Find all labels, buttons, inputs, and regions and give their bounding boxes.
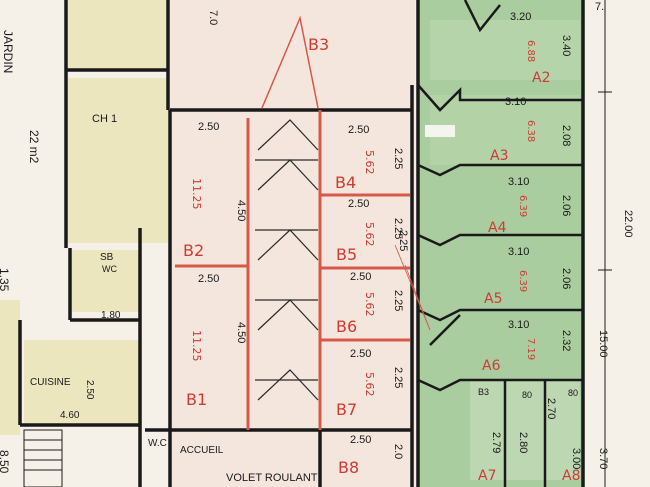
label-80: 80 xyxy=(522,390,532,400)
label-area: 22 m2 xyxy=(27,130,41,164)
wash-a2 xyxy=(430,20,580,80)
label-b1-area: 11.25 xyxy=(190,330,203,362)
dim-b6-height: 2.25 xyxy=(392,290,404,311)
dim-overall: 22.00 xyxy=(622,210,634,238)
label-cuisine: CUISINE xyxy=(30,377,71,388)
label-b1: B1 xyxy=(186,390,207,409)
dim-a7-a: 2.80 xyxy=(517,432,529,453)
label-a2: A2 xyxy=(532,70,550,86)
dim-b1-width: 2.50 xyxy=(198,273,219,285)
dim-a8: 3.00 xyxy=(570,448,582,469)
label-dim-180: 1.80 xyxy=(101,310,121,321)
dim-a2-height: 3.40 xyxy=(560,35,572,56)
area-b6: 5.62 xyxy=(363,292,376,317)
area-a2: 6.88 xyxy=(525,40,536,62)
label-dim-partial: 1.35 xyxy=(0,268,11,292)
dim-a4-width: 3.10 xyxy=(508,176,529,188)
area-a3: 6.38 xyxy=(525,120,536,142)
label-ch1: CH 1 xyxy=(92,113,117,125)
area-b4: 5.62 xyxy=(363,150,376,175)
room-ch1 xyxy=(68,78,168,243)
wash-blank xyxy=(425,125,455,137)
label-80b: 80 xyxy=(568,388,578,398)
label-b2-area: 11.25 xyxy=(190,178,203,210)
dim-b4-height: 2.25 xyxy=(392,148,404,169)
dim-b7-width: 2.50 xyxy=(350,348,371,360)
dim-a7-b: 2.79 xyxy=(490,432,502,453)
dim-b2-width: 2.50 xyxy=(198,121,219,133)
dim-b1-height: 4.50 xyxy=(235,322,247,343)
dim-b6-width: 2.50 xyxy=(350,271,371,283)
room-edge xyxy=(0,300,20,435)
label-accueil: ACCUEIL xyxy=(180,445,224,456)
dim-b5-side: 2.25 xyxy=(397,230,409,251)
dim-b8-height: 2.0 xyxy=(392,444,404,459)
label-a8: A8 xyxy=(562,468,580,484)
label-jardin: JARDIN xyxy=(1,30,15,73)
room-sb xyxy=(72,250,140,312)
label-b5: B5 xyxy=(336,245,357,264)
dim-b8-width: 2.50 xyxy=(350,434,371,446)
stair xyxy=(23,429,63,487)
dim-a6-width: 3.10 xyxy=(508,319,529,331)
dim-lower: 15.00 xyxy=(597,330,609,358)
dim-lowest: 3.70 xyxy=(597,448,609,469)
dim-b2-height: 4.50 xyxy=(235,200,247,221)
room-top-left xyxy=(68,0,168,70)
label-dim-250-left: 2.50 xyxy=(84,380,95,400)
label-b3: B3 xyxy=(308,35,329,54)
label-volet: VOLET ROULANT xyxy=(226,472,318,484)
label-a3: A3 xyxy=(490,148,508,164)
label-b4: B4 xyxy=(335,173,356,192)
label-sb: SB xyxy=(100,252,114,263)
label-b6: B6 xyxy=(336,317,357,336)
wash-a7 xyxy=(470,380,580,480)
label-b2: B2 xyxy=(183,241,204,260)
center-wash xyxy=(170,0,415,487)
dim-b7-height: 2.25 xyxy=(392,367,404,388)
dim-a3-width: 3.10 xyxy=(505,96,526,108)
label-wc: WC xyxy=(102,264,117,274)
label-dim-460: 4.60 xyxy=(60,410,80,421)
label-a4: A4 xyxy=(488,220,507,236)
label-a7: A7 xyxy=(478,468,496,484)
label-dim-top: 7.0 xyxy=(207,10,219,25)
area-b7: 5.62 xyxy=(363,372,376,397)
dim-b5-width: 2.50 xyxy=(348,198,369,210)
area-a4: 6.39 xyxy=(517,195,528,217)
label-a5: A5 xyxy=(484,291,502,307)
area-b5: 5.62 xyxy=(363,222,376,247)
area-a6: 7.19 xyxy=(525,338,536,360)
b3-outline xyxy=(261,15,319,109)
label-b3-small: B3 xyxy=(478,387,489,397)
dim-a7-c: 2.70 xyxy=(545,398,557,419)
area-a5: 6.39 xyxy=(517,270,528,292)
dim-b5-height: 2.25 xyxy=(392,218,404,239)
dim-a4-height: 2.06 xyxy=(560,195,572,216)
label-a6: A6 xyxy=(482,358,501,374)
label-b8: B8 xyxy=(338,458,359,477)
dim-a5-width: 3.10 xyxy=(508,246,529,258)
label-b7: B7 xyxy=(336,400,357,419)
dim-a5-height: 2.06 xyxy=(560,268,572,289)
dim-top-right: 7. xyxy=(595,1,604,13)
dim-a2-width: 3.20 xyxy=(510,11,531,23)
label-wc2: W.C xyxy=(148,438,167,449)
dim-b4-width: 2.50 xyxy=(348,124,369,136)
dim-a6-height: 2.32 xyxy=(560,330,572,351)
room-cuisine xyxy=(24,340,139,425)
label-dim-bottom-left: 8.50 xyxy=(0,450,11,474)
dim-a3-height: 2.08 xyxy=(560,125,572,146)
